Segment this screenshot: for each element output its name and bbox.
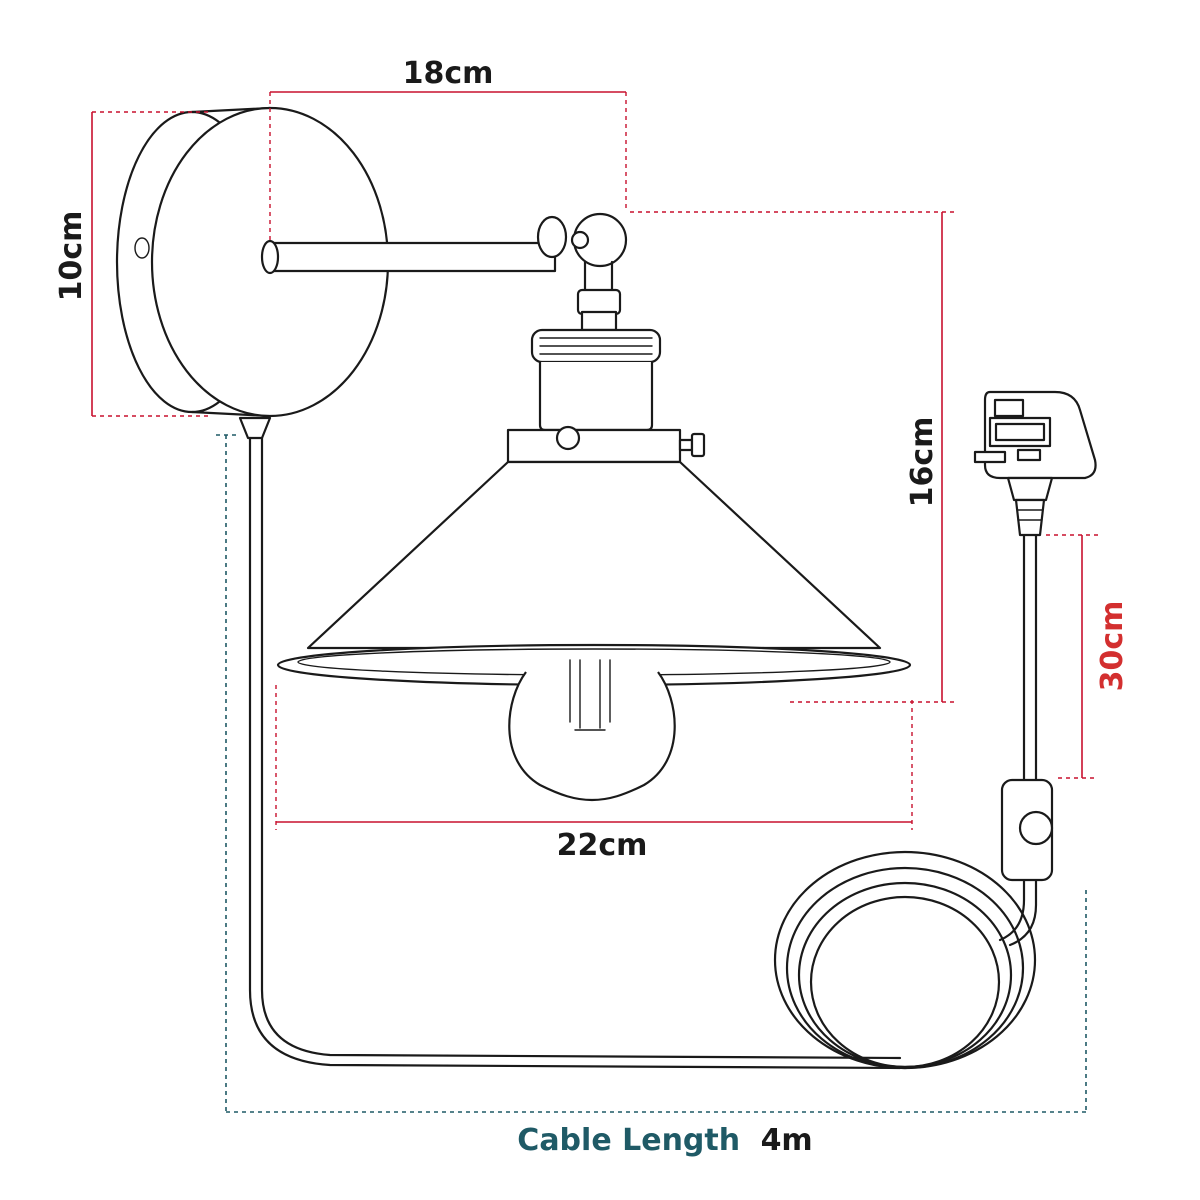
arm: [260, 212, 628, 332]
bulb-icon: [508, 659, 676, 802]
label-cable-length: Cable Length 4m: [517, 1123, 812, 1158]
dimension-cable-length: [216, 434, 1087, 1113]
mounting-hole-icon: [134, 237, 150, 259]
dimension-top-width: [269, 91, 627, 240]
label-shade-height: 16cm: [905, 417, 940, 508]
plug-cable: [998, 533, 1038, 947]
cable-length-caption: Cable Length: [517, 1123, 740, 1158]
dimension-shade-height: [630, 211, 958, 703]
label-shade-width: 22cm: [557, 828, 648, 863]
inline-switch-icon: [1000, 778, 1054, 882]
cable-length-value: 4m: [761, 1123, 813, 1158]
label-switch-distance: 30cm: [1095, 601, 1130, 692]
lamp-holder: [506, 328, 706, 464]
power-cable: [238, 416, 902, 1070]
label-backplate-height: 10cm: [54, 211, 89, 302]
uk-plug-icon: [973, 390, 1097, 537]
dimension-shade-width: [275, 685, 913, 830]
dimension-switch-distance: [1046, 534, 1098, 779]
dimension-backplate-height: [91, 111, 210, 417]
cable-coil: [773, 850, 1037, 1070]
label-top-width: 18cm: [403, 56, 494, 91]
shade: [276, 460, 912, 687]
